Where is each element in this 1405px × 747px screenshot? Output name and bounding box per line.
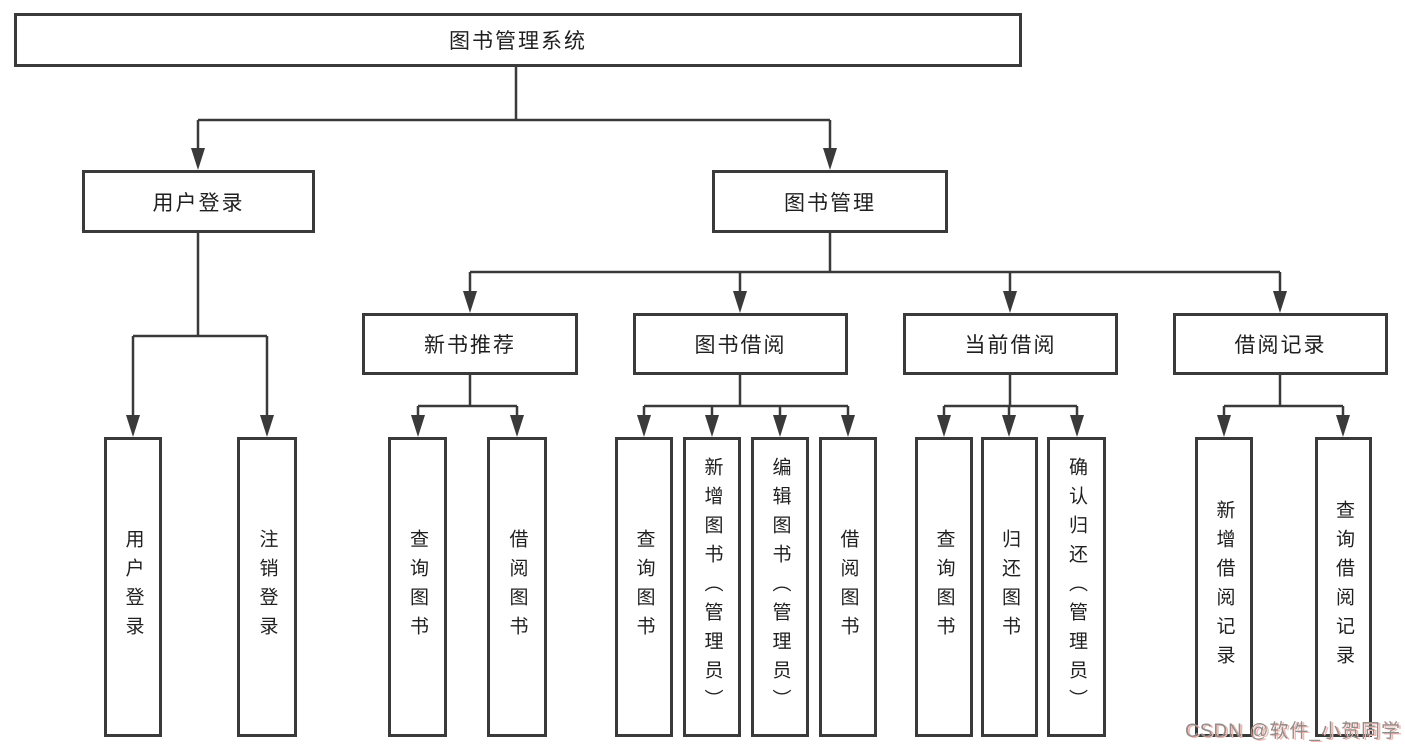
leaf-label: 查询图书 — [933, 529, 955, 645]
leaf-label: 新增借阅记录 — [1213, 500, 1235, 674]
node-new-book-recommend: 新书推荐 — [362, 313, 578, 375]
leaf-label: 查询图书 — [633, 529, 655, 645]
leaf-query-borrow-record: 查询借阅记录 — [1315, 437, 1372, 737]
node-label: 借阅记录 — [1234, 334, 1327, 357]
leaf-borrow-books: 借阅图书 — [819, 437, 877, 737]
leaf-add-borrow-record: 新增借阅记录 — [1195, 437, 1253, 737]
leaf-label: 新增图书（管理员） — [701, 456, 723, 718]
leaf-query-books-recommend: 查询图书 — [388, 437, 447, 737]
node-borrowing-records: 借阅记录 — [1173, 313, 1388, 375]
node-label: 用户登录 — [152, 191, 245, 215]
leaf-label: 查询借阅记录 — [1333, 500, 1354, 674]
leaf-label: 借阅图书 — [506, 529, 528, 645]
leaf-label: 借阅图书 — [837, 529, 859, 645]
arrowheads — [126, 148, 1350, 437]
leaf-add-books-admin: 新增图书（管理员） — [683, 437, 741, 737]
leaf-label: 查询图书 — [407, 529, 428, 645]
leaf-label: 用户登录 — [122, 529, 144, 645]
leaf-query-books-current: 查询图书 — [915, 437, 973, 737]
node-label: 图书管理系统 — [449, 30, 587, 53]
leaf-confirm-return-admin: 确认归还（管理员） — [1047, 437, 1106, 737]
node-book-borrowing: 图书借阅 — [633, 313, 848, 375]
leaf-logout: 注销登录 — [237, 437, 297, 737]
leaf-borrow-books-recommend: 借阅图书 — [487, 437, 547, 737]
leaf-user-login: 用户登录 — [104, 437, 162, 737]
node-label: 新书推荐 — [424, 334, 516, 357]
leaf-label: 归还图书 — [999, 529, 1020, 645]
node-label: 当前借阅 — [964, 334, 1057, 357]
csdn-watermark: CSDN @软件_小贺同学 — [1185, 721, 1401, 742]
node-user-login: 用户登录 — [82, 170, 315, 233]
node-library-management-system: 图书管理系统 — [14, 13, 1022, 67]
node-label: 图书借阅 — [694, 334, 787, 357]
node-label: 图书管理 — [784, 191, 876, 215]
leaf-label: 确认归还（管理员） — [1066, 456, 1087, 718]
node-book-management: 图书管理 — [712, 170, 948, 233]
leaf-label: 编辑图书（管理员） — [769, 456, 791, 718]
leaf-edit-books-admin: 编辑图书（管理员） — [751, 437, 809, 737]
node-current-borrowing: 当前借阅 — [903, 313, 1118, 375]
leaf-label: 注销登录 — [256, 529, 278, 645]
leaf-return-books: 归还图书 — [981, 437, 1038, 737]
leaf-query-books-borrowing: 查询图书 — [615, 437, 673, 737]
